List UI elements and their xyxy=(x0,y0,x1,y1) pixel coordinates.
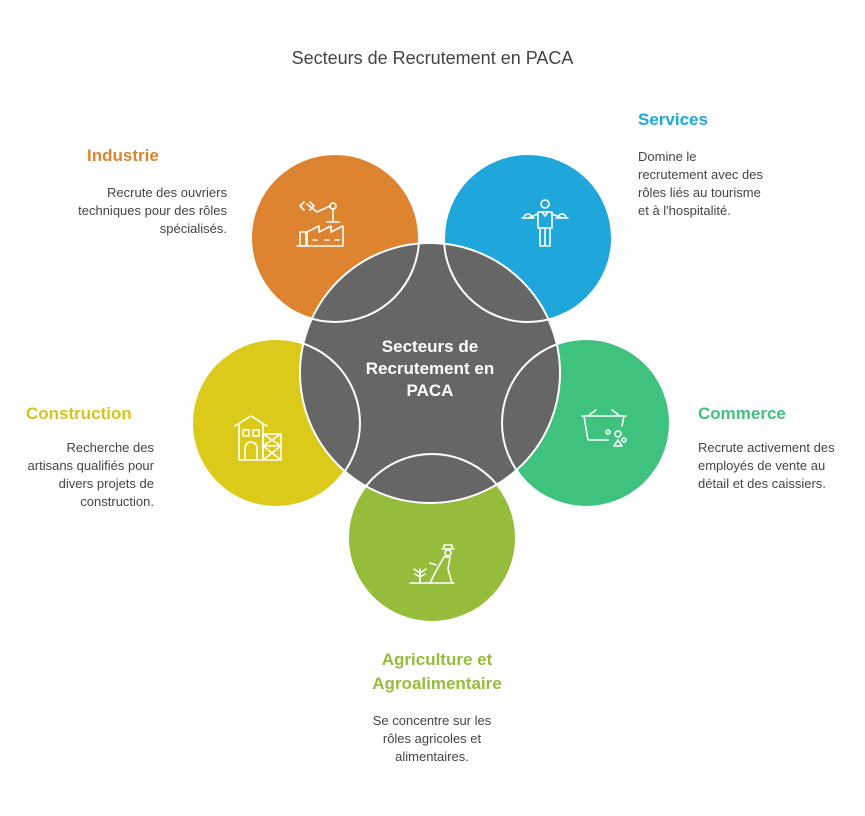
commerce-title: Commerce xyxy=(698,404,786,423)
services-title: Services xyxy=(638,110,708,129)
construction-description: Recherche des artisans qualifiés pour di… xyxy=(27,440,154,509)
commerce-description: Recrute activement des employés de vente… xyxy=(698,440,835,491)
agriculture-description: Se concentre sur les rôles agricoles et … xyxy=(372,713,492,764)
overlap-arcs xyxy=(191,153,671,623)
shopping-basket-icon xyxy=(581,409,627,447)
industrie-title: Industrie xyxy=(87,146,159,165)
services-description: Domine le recrutement avec des rôles lié… xyxy=(638,149,764,218)
circle-center xyxy=(299,242,561,504)
page-title: Secteurs de Recrutement en PACA xyxy=(291,48,574,68)
center-label: Secteurs de Recrutement en PACA xyxy=(365,337,495,400)
waiter-serving-icon xyxy=(521,199,569,247)
factory-robot-arm-icon xyxy=(296,201,344,247)
industrie-description: Recrute des ouvriers techniques pour des… xyxy=(78,185,227,236)
construction-title: Construction xyxy=(26,404,132,423)
farmer-plant-icon xyxy=(409,544,455,584)
house-scaffold-icon xyxy=(234,415,282,461)
agriculture-title: Agriculture et Agroalimentaire xyxy=(372,650,502,693)
